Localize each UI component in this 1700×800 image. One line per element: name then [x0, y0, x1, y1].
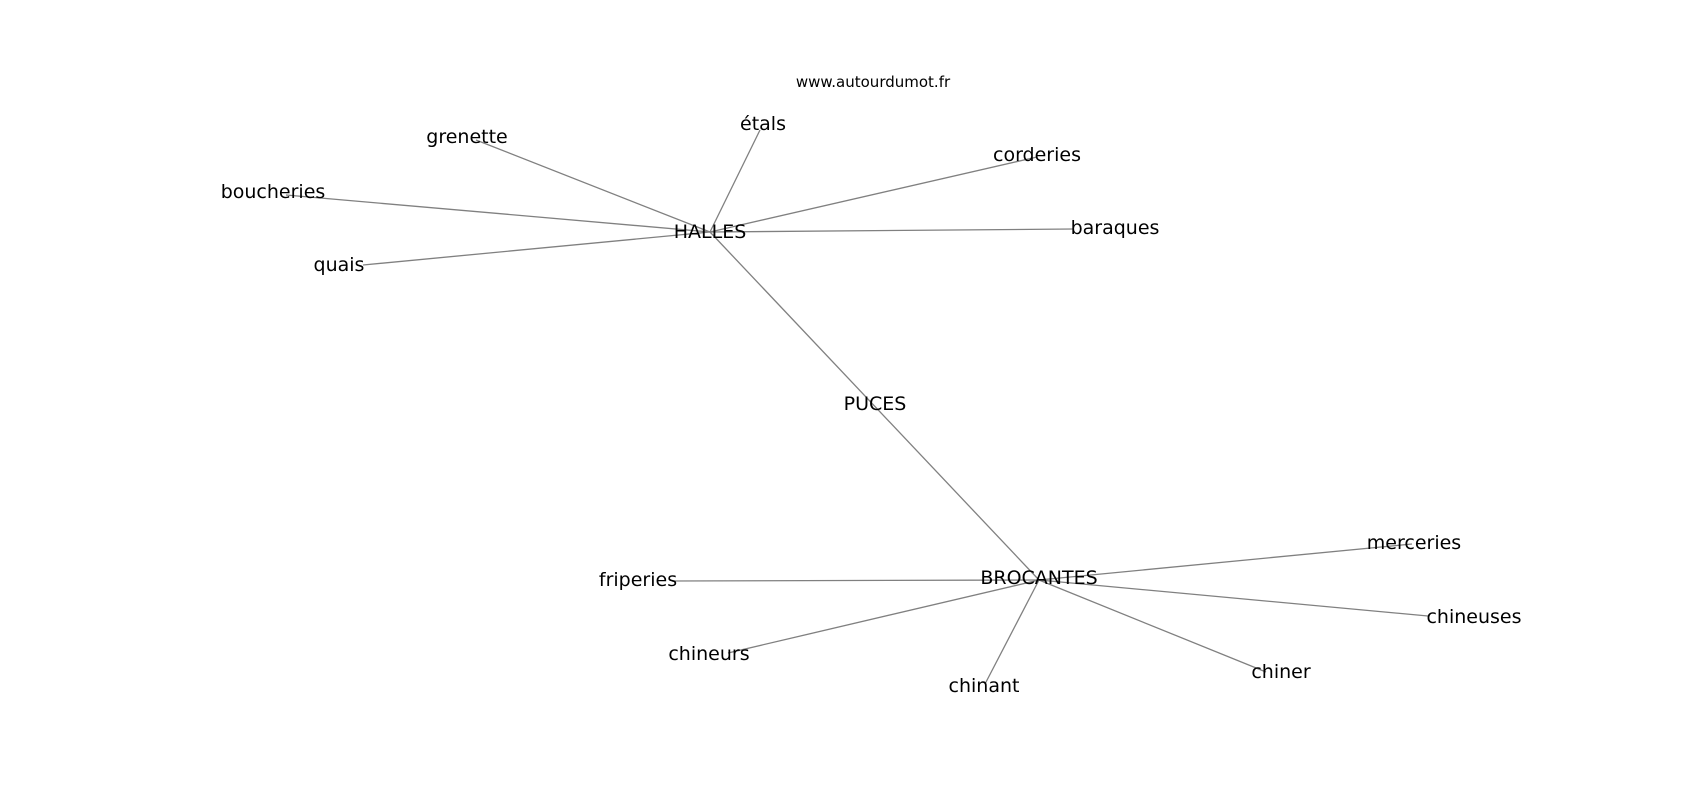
edge-halles-quais [362, 231, 711, 266]
edge-brocantes-chinant [984, 579, 1040, 685]
node-label-quais: quais [314, 254, 365, 276]
node-label-boucheries: boucheries [221, 181, 326, 203]
center-label: PUCES [844, 393, 907, 415]
node-label-etals: étals [740, 113, 786, 135]
edge-halles-baraques [709, 228, 1074, 233]
source-label: www.autourdumot.fr [796, 73, 951, 91]
edge-halles-brocantes [709, 231, 1040, 581]
edge-brocantes-chineurs [727, 579, 1040, 654]
node-label-grenette: grenette [426, 126, 507, 148]
hub-label-halles: HALLES [674, 221, 747, 243]
edge-brocantes-merceries [1038, 543, 1413, 581]
node-label-chineuses: chineuses [1426, 606, 1521, 628]
node-label-chiner: chiner [1251, 661, 1310, 683]
edge-halles-boucheries [285, 194, 711, 233]
node-label-merceries: merceries [1367, 532, 1461, 554]
node-label-corderies: corderies [993, 144, 1081, 166]
node-label-chinant: chinant [949, 675, 1020, 697]
edges [285, 129, 1429, 685]
labels: www.autourdumot.fr PUCES HALLES étals gr… [221, 73, 1522, 697]
edge-brocantes-chineuses [1038, 579, 1429, 617]
node-label-friperies: friperies [599, 569, 677, 591]
edge-brocantes-friperies [671, 579, 1040, 582]
edge-halles-etals [709, 129, 761, 233]
edge-brocantes-chiner [1038, 579, 1267, 673]
hub-label-brocantes: BROCANTES [980, 567, 1097, 589]
edge-halles-corderies [709, 156, 1038, 233]
edge-halles-grenette [475, 139, 711, 233]
node-label-chineurs: chineurs [668, 643, 749, 665]
node-label-baraques: baraques [1071, 217, 1160, 239]
